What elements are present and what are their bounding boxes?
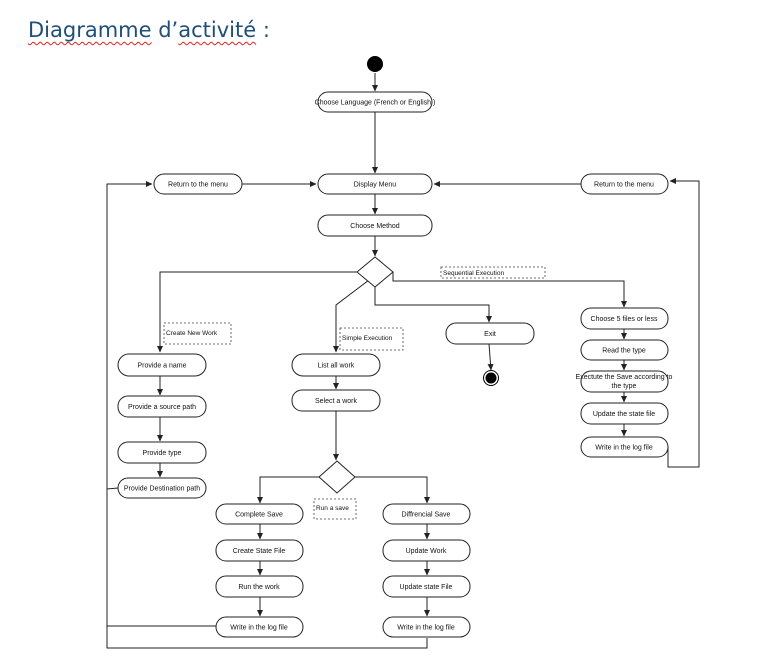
- node-provide-destination: Provide Destination path: [117, 477, 207, 499]
- svg-text:List all work: List all work: [318, 363, 355, 370]
- svg-text:Read the type: Read the type: [602, 348, 646, 355]
- node-select-work: Select a work: [291, 389, 381, 412]
- node-choose-method: Choose Method: [317, 214, 433, 237]
- note-sequential-execution: Sequential Execution: [440, 266, 546, 279]
- node-write-log-left: Write in the log file: [215, 616, 304, 638]
- svg-text:Simple Execution: Simple Execution: [342, 335, 393, 342]
- node-list-all-work: List all work: [291, 353, 381, 377]
- svg-text:Provide a name: Provide a name: [137, 363, 186, 370]
- svg-text:Provide type: Provide type: [143, 450, 182, 457]
- node-display-menu: Display Menu: [317, 173, 433, 195]
- svg-text:Select a work: Select a work: [315, 398, 358, 405]
- node-return-menu-right: Return to the menu: [580, 173, 669, 195]
- node-provide-name: Provide a name: [117, 353, 207, 377]
- svg-text:Complete Save: Complete Save: [235, 512, 283, 519]
- node-complete-save: Complete Save: [215, 503, 304, 525]
- svg-text:Choose 5 files or less: Choose 5 files or less: [591, 316, 658, 323]
- svg-text:Create State File: Create State File: [233, 548, 286, 555]
- node-update-state-file-mid: Update state File: [382, 575, 471, 598]
- svg-text:Return to the menu: Return to the menu: [168, 182, 228, 189]
- svg-text:Update Work: Update Work: [406, 548, 447, 555]
- svg-text:Provide Destination path: Provide Destination path: [124, 486, 200, 493]
- note-simple-execution: Simple Execution: [339, 327, 404, 351]
- svg-text:Return to the menu: Return to the menu: [594, 182, 654, 189]
- svg-text:Exit: Exit: [484, 331, 496, 338]
- node-update-work: Update Work: [382, 539, 471, 562]
- svg-text:Run the work: Run the work: [238, 584, 280, 591]
- node-update-state-file-right: Update the state file: [580, 402, 669, 425]
- edges: [106, 73, 700, 649]
- svg-text:Write in the log file: Write in the log file: [230, 625, 288, 632]
- node-return-menu-left: Return to the menu: [153, 173, 243, 195]
- svg-text:Choose Method: Choose Method: [350, 223, 400, 230]
- node-run-work: Run the work: [215, 575, 304, 598]
- node-choose-language: Choose Language (French or English ): [315, 91, 436, 113]
- svg-text:Write in the log file: Write in the log file: [397, 625, 455, 632]
- node-write-log-right: Write in the log file: [580, 436, 669, 458]
- node-provide-type: Provide type: [117, 441, 207, 464]
- svg-text:Exectute the Save according to: Exectute the Save according to: [576, 374, 673, 381]
- svg-text:the type: the type: [612, 383, 637, 390]
- svg-text:Choose Language (French or Eng: Choose Language (French or English ): [315, 100, 436, 107]
- node-create-state-file: Create State File: [215, 539, 304, 562]
- page-title: Diagramme d’activité :: [28, 18, 270, 42]
- svg-text:Provide a source path: Provide a source path: [128, 404, 196, 411]
- node-execute-save: Exectute the Save according to the type: [576, 370, 673, 393]
- svg-text:Run a save: Run a save: [316, 505, 349, 512]
- svg-text:Create New Work: Create New Work: [166, 330, 218, 337]
- node-read-type: Read the type: [580, 339, 669, 361]
- method-decision: [356, 256, 394, 288]
- svg-text:Write in the log file: Write in the log file: [595, 445, 653, 452]
- node-exit: Exit: [445, 322, 535, 345]
- note-run-a-save: Run a save: [313, 498, 357, 520]
- node-write-log-mid: Write in the log file: [382, 616, 471, 638]
- node-choose-5-files: Choose 5 files or less: [580, 307, 669, 330]
- svg-text:Update state File: Update state File: [400, 584, 453, 591]
- node-diff-save: Diffrencial Save: [382, 503, 471, 525]
- note-create-new-work: Create New Work: [163, 322, 232, 345]
- node-provide-source: Provide a source path: [117, 395, 207, 418]
- svg-text:Display Menu: Display Menu: [354, 182, 397, 189]
- end-node: [483, 370, 499, 386]
- svg-text:Diffrencial Save: Diffrencial Save: [402, 512, 451, 519]
- svg-text:Sequential Execution: Sequential Execution: [443, 270, 504, 277]
- save-type-decision: [318, 460, 356, 494]
- svg-text:Update the state file: Update the state file: [593, 411, 655, 418]
- start-node: [367, 56, 383, 72]
